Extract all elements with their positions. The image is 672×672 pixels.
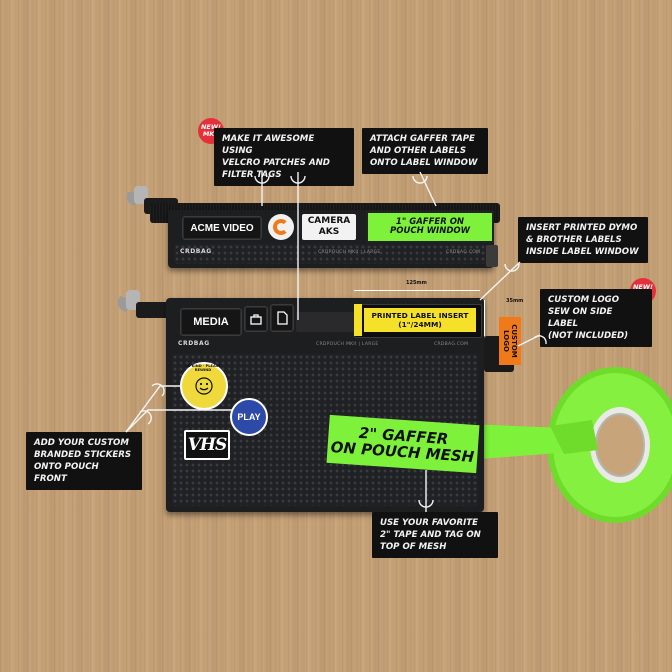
side-logo-label: CUSTOM LOGO bbox=[499, 317, 521, 365]
smiley-face-icon bbox=[195, 377, 213, 395]
media-patch: MEDIA bbox=[180, 308, 242, 336]
height-dimension-label: 35mm bbox=[506, 298, 524, 304]
top-brand-logo: CRDBAG bbox=[180, 248, 212, 255]
callout-gaffer-window: ATTACH GAFFER TAPE AND OTHER LABELS ONTO… bbox=[362, 128, 488, 174]
camera-bag-icon bbox=[250, 314, 262, 325]
callout-custom-logo: CUSTOM LOGO SEW ON SIDE LABEL (NOT INCLU… bbox=[540, 289, 652, 347]
callout-velcro: MAKE IT AWESOME USING VELCRO PATCHES AND… bbox=[214, 128, 354, 186]
top-zipper-pull[interactable] bbox=[486, 245, 498, 267]
velcro-strip bbox=[296, 312, 356, 332]
printed-label-insert: PRINTED LABEL INSERT (1"/24MM) bbox=[364, 308, 476, 332]
callout-mesh-tape: USE YOUR FAVORITE 2" TAPE AND TAG ON TOP… bbox=[372, 512, 498, 558]
filter-tag-orange bbox=[268, 214, 294, 240]
sd-card-patch bbox=[270, 304, 294, 332]
vhs-sticker: VHS bbox=[184, 430, 230, 460]
top-pouch-mesh bbox=[174, 244, 488, 264]
callout-dymo: INSERT PRINTED DYMO & BROTHER LABELS INS… bbox=[518, 217, 648, 263]
bottom-brand-logo: CRDBAG bbox=[178, 340, 210, 347]
sd-card-icon bbox=[277, 311, 288, 325]
height-dimension-line bbox=[484, 300, 485, 336]
smiley-sticker bbox=[180, 362, 228, 410]
width-dimension-label: 125mm bbox=[406, 280, 427, 286]
pouch-icon-patch bbox=[244, 306, 268, 332]
smiley-sticker-text: BE KIND · PLEASE REWIND bbox=[185, 364, 221, 372]
play-sticker: PLAY bbox=[230, 398, 268, 436]
top-model-text: CRDPOUCH MKII | LARGE bbox=[318, 250, 381, 255]
bottom-brand-url: CRDBAG.COM bbox=[434, 342, 469, 347]
label-window-tab bbox=[354, 304, 362, 336]
top-gaffer-label: 1" GAFFER ON POUCH WINDOW bbox=[366, 211, 494, 243]
bottom-model-text: CRDPOUCH MKII | LARGE bbox=[316, 342, 379, 347]
width-dimension-line bbox=[354, 290, 480, 291]
camera-aks-label: CAMERA AKS bbox=[302, 214, 356, 240]
callout-stickers: ADD YOUR CUSTOM BRANDED STICKERS ONTO PO… bbox=[26, 432, 142, 490]
acme-video-patch: ACME VIDEO bbox=[182, 216, 262, 240]
top-brand-url: CRDBAG.COM bbox=[446, 250, 481, 255]
gaffer-tape-roll bbox=[547, 367, 672, 523]
